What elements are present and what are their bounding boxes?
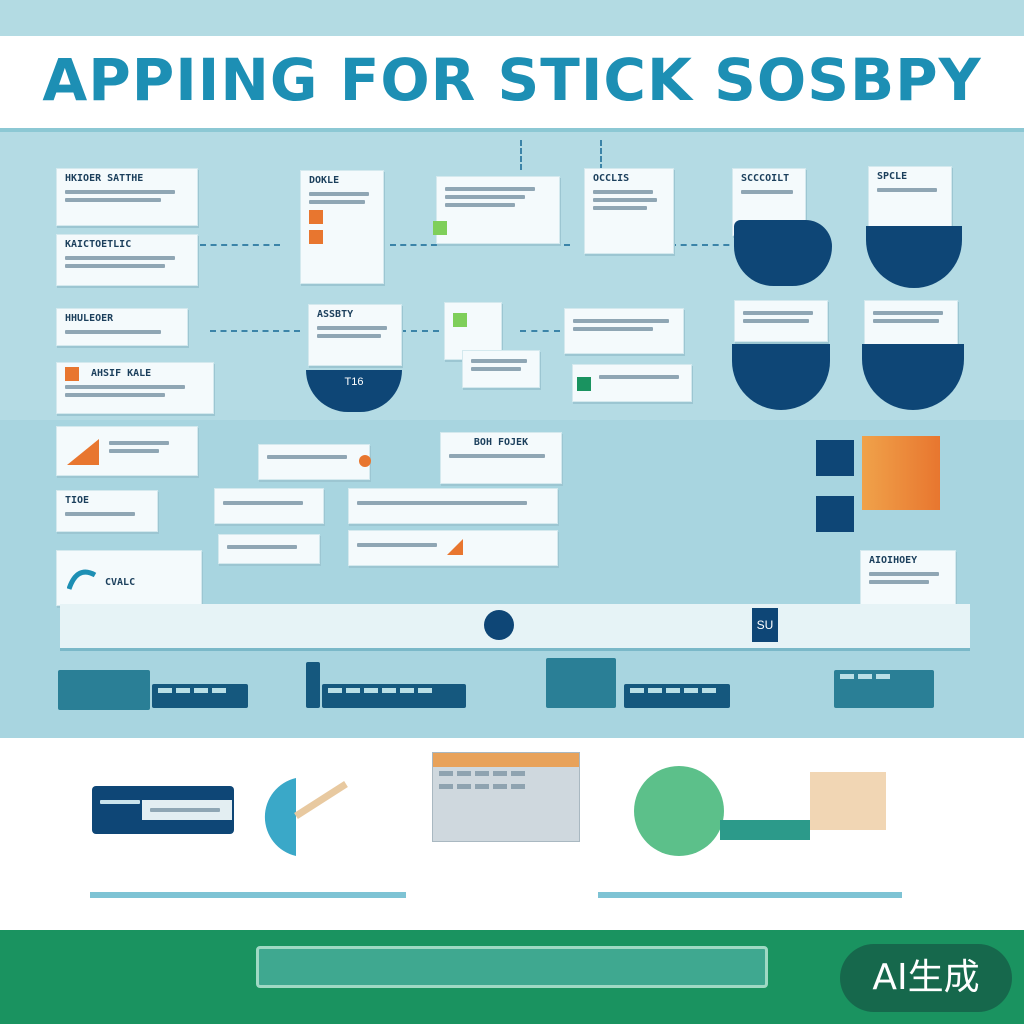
lower-card-1[interactable] [258, 444, 371, 480]
base-block [834, 670, 934, 708]
divider-line [598, 892, 902, 898]
base-bar [152, 684, 248, 708]
mid-card-1-title: ASSBTY [317, 309, 354, 320]
center-label: BOH FOJEK [473, 437, 529, 448]
pen-icon [264, 778, 348, 856]
base-bar [624, 684, 730, 708]
tree-icon [634, 766, 724, 856]
lower-card-6[interactable] [348, 530, 558, 566]
timeline-bar [60, 604, 970, 651]
right-label: AIOIHOEY [869, 555, 918, 566]
left-card-1-title: HKIOER SATTHE [65, 173, 144, 184]
left-card-2[interactable]: KAICTOETLIC [56, 234, 198, 286]
left-card-3[interactable]: HHULEOER [56, 308, 188, 346]
top-card-2[interactable] [433, 176, 560, 244]
green-square-icon [433, 221, 447, 235]
orange-panel [862, 436, 940, 510]
building-icon [432, 752, 580, 842]
left-card-7-title: CVALC [105, 577, 136, 588]
connector-line [400, 330, 450, 332]
orange-square-icon [65, 367, 79, 381]
base-block [546, 658, 616, 708]
connector-line [210, 330, 300, 332]
top-card-3[interactable]: OCCLIS [584, 168, 674, 254]
base-post [306, 662, 320, 708]
mid-card-5[interactable] [864, 300, 958, 346]
connector-line [520, 140, 522, 170]
orange-square-icon [309, 210, 323, 224]
connector-line [670, 244, 740, 246]
disc-label: T16 [344, 376, 364, 388]
left-card-1[interactable]: HKIOER SATTHE [56, 168, 198, 226]
mid-card-2b[interactable] [462, 350, 540, 388]
orange-triangle-icon [447, 539, 463, 555]
top-card-3-title: OCCLIS [593, 173, 630, 184]
city-skyline-icon [810, 772, 886, 830]
lower-card-4[interactable] [348, 488, 558, 524]
top-card-5-title: SPCLE [877, 171, 908, 182]
banner-caption [142, 800, 232, 820]
title-bar [0, 36, 1024, 132]
orange-square-icon [309, 230, 323, 244]
top-card-1-title: DOKLE [309, 175, 340, 186]
left-card-2-title: KAICTOETLIC [65, 239, 132, 250]
city-skyline-icon [720, 820, 810, 840]
top-card-4-title: SCCCOILT [741, 173, 790, 184]
orange-triangle-icon [67, 439, 99, 465]
page-title: APPIING FOR STICK SOSBPY [42, 46, 982, 114]
mid-card-4[interactable] [734, 300, 828, 342]
mid-card-3[interactable] [564, 308, 684, 354]
connector-line [390, 244, 570, 246]
wave-icon [67, 569, 97, 590]
divider-line [90, 892, 406, 898]
left-card-4[interactable]: AHSIF KALE [56, 362, 214, 414]
top-card-5[interactable]: SPCLE [868, 166, 952, 228]
left-card-6[interactable]: TIOE [56, 490, 158, 532]
left-card-5[interactable] [56, 426, 198, 476]
mid-card-1[interactable]: ASSBTY [308, 304, 402, 366]
connector-line [200, 244, 280, 246]
timeline-node-icon[interactable] [484, 610, 514, 640]
base-bar [322, 684, 466, 708]
footer-bar [256, 946, 768, 988]
navy-square [816, 496, 854, 532]
orange-dot-icon [359, 455, 371, 467]
green-square-icon [453, 313, 467, 327]
navy-square [816, 440, 854, 476]
navy-disc [734, 220, 832, 286]
lower-card-3[interactable] [214, 488, 324, 524]
left-card-3-title: HHULEOER [65, 313, 114, 324]
left-card-6-title: TIOE [65, 495, 90, 506]
left-card-7[interactable]: CVALC [56, 550, 202, 606]
ai-generated-badge: AI生成 [840, 944, 1012, 1012]
lower-card-2[interactable]: BOH FOJEK [440, 432, 562, 484]
top-card-1[interactable]: DOKLE [300, 170, 384, 284]
base-block [58, 670, 150, 710]
connector-line [520, 330, 560, 332]
top-band [0, 0, 1024, 36]
green-square-icon [577, 377, 591, 391]
timeline-marker[interactable]: SU [752, 608, 778, 642]
mid-card-3b[interactable] [572, 364, 692, 402]
lower-card-5[interactable] [218, 534, 320, 564]
left-card-4-title: AHSIF KALE [91, 367, 152, 379]
connector-line [600, 140, 602, 170]
